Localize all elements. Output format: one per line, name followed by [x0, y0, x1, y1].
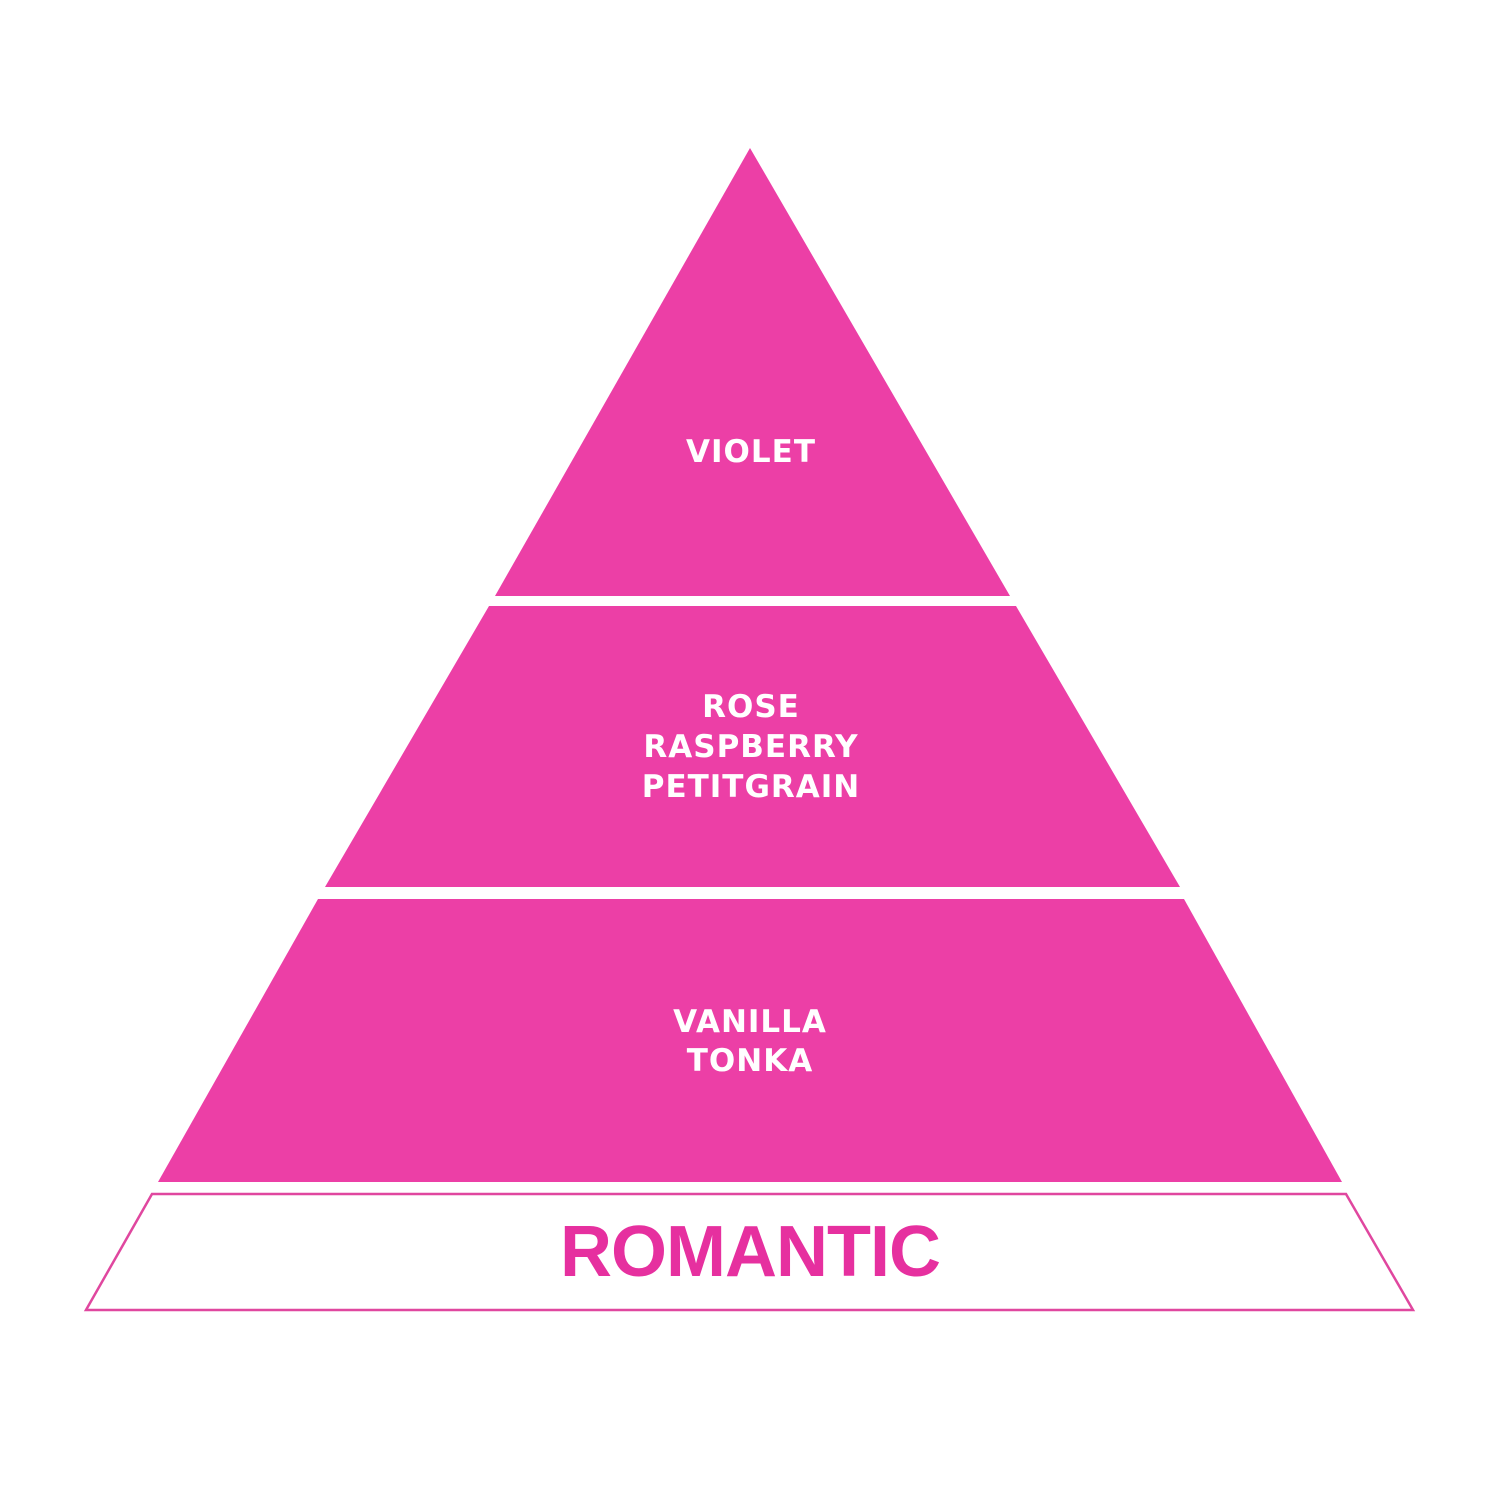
tier-bottom-note: VANILLA [673, 1004, 827, 1040]
tier-middle-note: ROSE [702, 689, 800, 725]
tier-middle: ROSE RASPBERRY PETITGRAIN [325, 606, 1180, 887]
tier-top: VIOLET [495, 148, 1010, 596]
tier-middle-note: PETITGRAIN [642, 769, 861, 805]
tier-middle-shape [325, 606, 1180, 887]
pyramid-base-shape [83, 1192, 1416, 1312]
pyramid-base-label: ROMANTIC [560, 1212, 940, 1292]
tier-bottom-shape [158, 899, 1342, 1182]
tier-bottom-note: TONKA [687, 1043, 813, 1079]
tier-top-shape [495, 148, 1010, 596]
tier-middle-note: RASPBERRY [643, 729, 858, 765]
pyramid-base: ROMANTIC [83, 1192, 1416, 1312]
tier-bottom: VANILLA TONKA [158, 899, 1342, 1182]
tier-top-note: VIOLET [686, 434, 816, 470]
